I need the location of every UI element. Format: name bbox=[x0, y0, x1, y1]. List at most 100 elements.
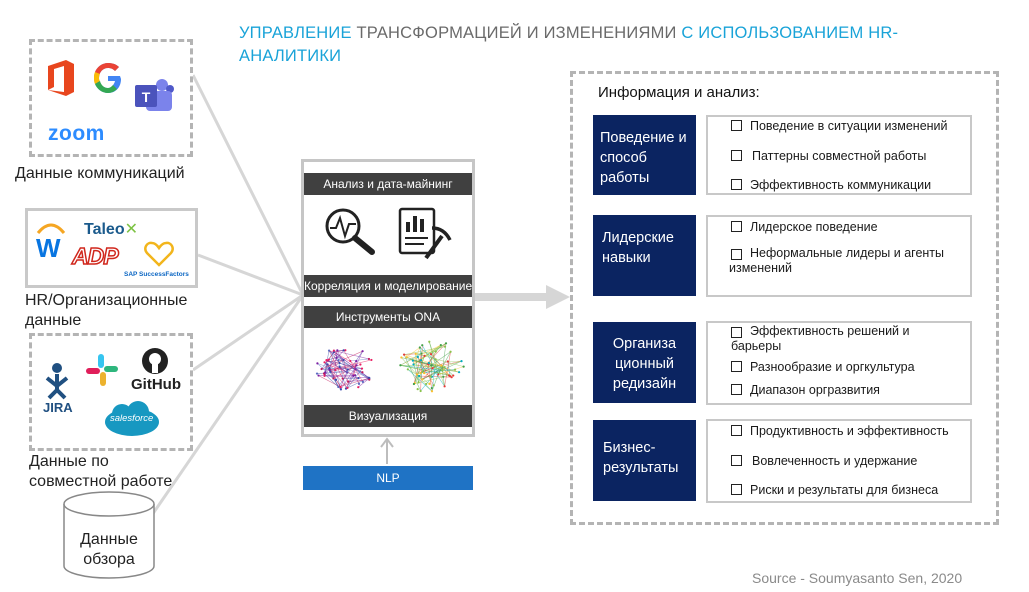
network-edge bbox=[431, 366, 436, 392]
group-business: Бизнес-результаты bbox=[593, 420, 696, 501]
network-node bbox=[317, 374, 320, 377]
network-node bbox=[344, 349, 347, 352]
network-node bbox=[346, 368, 349, 371]
network-node bbox=[457, 371, 461, 374]
network-node bbox=[361, 350, 364, 353]
network-node bbox=[423, 372, 426, 375]
network-node bbox=[334, 378, 338, 381]
network-node bbox=[353, 374, 357, 377]
list-item: Лидерское поведение bbox=[731, 220, 878, 235]
network-edge bbox=[403, 354, 421, 392]
item-text: Поведение в ситуации изменений bbox=[750, 119, 948, 133]
network-node bbox=[368, 378, 371, 381]
network-node bbox=[327, 349, 331, 352]
network-edge bbox=[317, 371, 347, 374]
network-node bbox=[441, 369, 444, 372]
sap-logo: SAP SuccessFactors bbox=[124, 271, 189, 278]
network-node bbox=[328, 366, 331, 370]
arrow-up bbox=[380, 437, 394, 464]
document-mining-icon bbox=[398, 207, 452, 260]
item-text: Продуктивность и эффективность bbox=[750, 424, 949, 438]
network-node bbox=[412, 382, 416, 386]
network-edge bbox=[350, 358, 369, 362]
network-edge bbox=[413, 347, 421, 365]
network-node bbox=[341, 377, 344, 380]
network-node bbox=[346, 380, 350, 383]
group-behavior: Поведение и способ работы bbox=[593, 115, 696, 195]
network-node bbox=[349, 359, 352, 363]
network-node bbox=[325, 359, 328, 362]
jira-logo: JIRA bbox=[43, 400, 73, 415]
analytics-panel bbox=[301, 159, 475, 437]
network-node bbox=[332, 377, 335, 380]
checkbox-icon bbox=[731, 484, 742, 495]
workday-arc-icon bbox=[36, 223, 66, 234]
network-edge bbox=[350, 360, 364, 383]
network-node bbox=[400, 356, 403, 359]
insights-panel bbox=[570, 71, 999, 525]
title-part: С ИСПОЛЬЗОВАНИЕМ HR- bbox=[681, 24, 899, 42]
list-item: Паттерны совместной работы bbox=[731, 149, 926, 164]
list-item: Риски и результаты для бизнеса bbox=[731, 483, 938, 498]
network-node bbox=[418, 374, 421, 378]
checkbox-icon bbox=[731, 221, 742, 232]
network-node bbox=[430, 364, 433, 367]
network-edge bbox=[333, 350, 370, 360]
network-node bbox=[338, 361, 341, 365]
adp-logo: ADP bbox=[71, 242, 119, 270]
list-item: Неформальные лидеры и агенты изменений bbox=[729, 246, 951, 276]
network-edge bbox=[420, 369, 456, 374]
network-edge bbox=[400, 344, 441, 366]
network-edge bbox=[343, 359, 348, 372]
item-text: Неформальные лидеры и агенты изменений bbox=[729, 246, 945, 275]
network-node bbox=[442, 375, 445, 378]
network-node bbox=[430, 386, 433, 390]
network-node bbox=[323, 374, 326, 378]
group-label: Лидерские навыки bbox=[602, 230, 674, 266]
network-node bbox=[421, 378, 424, 381]
network-node bbox=[419, 359, 423, 362]
network-node bbox=[332, 349, 336, 352]
checkbox-icon bbox=[731, 120, 742, 131]
zoom-logo: zoom bbox=[48, 122, 105, 145]
network-edge bbox=[326, 360, 363, 369]
network-edge bbox=[324, 367, 330, 377]
network-node bbox=[415, 373, 419, 376]
workday-logo: W bbox=[36, 233, 61, 263]
network-node bbox=[437, 373, 440, 376]
bar-ona-tools: Инструменты ONA bbox=[304, 306, 472, 328]
network-edge bbox=[438, 366, 464, 375]
network-edge bbox=[318, 375, 341, 388]
item-text: Паттерны совместной работы bbox=[752, 149, 927, 163]
network-edge bbox=[339, 366, 348, 370]
jira-icon bbox=[45, 363, 69, 400]
network-node bbox=[399, 364, 402, 367]
network-node bbox=[357, 382, 361, 385]
network-node bbox=[419, 371, 422, 375]
list-item: Диапазон оргразвития bbox=[731, 383, 880, 398]
group-label-line: редизайн bbox=[612, 376, 677, 392]
network-node bbox=[352, 374, 355, 377]
network-edge bbox=[338, 377, 370, 388]
network-edge bbox=[339, 366, 349, 382]
teams-letter: T bbox=[142, 89, 151, 105]
group-label-line: Организа bbox=[612, 336, 677, 352]
network-node bbox=[429, 353, 433, 356]
network-edge bbox=[333, 350, 338, 379]
group-label: Бизнес-результаты bbox=[603, 440, 679, 476]
network-node bbox=[316, 362, 319, 365]
network-node bbox=[423, 354, 426, 358]
network-edge bbox=[336, 357, 369, 379]
list-item: Эффективность решений и барьеры bbox=[731, 324, 931, 354]
network-node bbox=[354, 368, 357, 371]
network-node bbox=[337, 385, 340, 389]
checkbox-icon bbox=[731, 179, 742, 190]
network-edge bbox=[428, 362, 452, 378]
network-node bbox=[425, 382, 428, 386]
item-text: Диапазон оргразвития bbox=[750, 383, 880, 397]
network-node bbox=[452, 374, 455, 377]
communications-label: Данные коммуникаций bbox=[15, 165, 185, 182]
list-item: Разнообразие и оргкультура bbox=[731, 360, 915, 375]
network-edge bbox=[419, 347, 442, 366]
